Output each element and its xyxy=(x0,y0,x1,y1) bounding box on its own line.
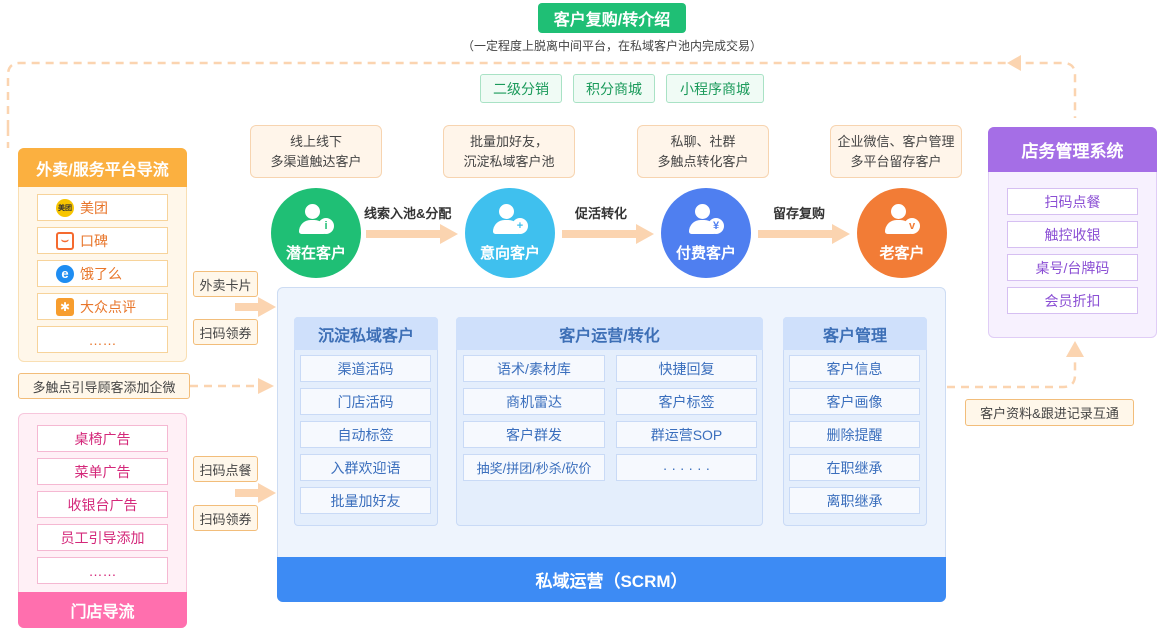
feature-more: · · · · · · xyxy=(616,454,757,481)
scan-coupon-tag-2: 扫码领券 xyxy=(193,505,258,531)
user-add-icon: + xyxy=(493,203,528,238)
store-system-title: 店务管理系统 xyxy=(988,127,1157,172)
loop-arrowhead xyxy=(1007,55,1021,71)
store-item-table-ad: 桌椅广告 xyxy=(37,425,168,452)
platform-item-more: …… xyxy=(37,326,168,353)
store-traffic-title: 门店导流 xyxy=(18,592,187,628)
col-customer-management-title: 客户管理 xyxy=(783,317,927,350)
feature-mass-message: 客户群发 xyxy=(463,421,605,448)
feature-promotions: 抽奖/拼团/秒杀/砍价 xyxy=(463,454,605,481)
note-line: 多渠道触达客户 xyxy=(270,154,362,169)
tag-points-mall: 积分商城 xyxy=(573,74,655,103)
stage-note-loyal: 企业微信、客户管理 多平台留存客户 xyxy=(830,125,962,178)
store-feature-member-discount: 会员折扣 xyxy=(1007,287,1138,314)
stage-label: 潜在客户 xyxy=(285,244,346,262)
feature-quick-reply: 快捷回复 xyxy=(616,355,757,382)
store-item-more: …… xyxy=(37,557,168,584)
store-item-menu-ad: 菜单广告 xyxy=(37,458,168,485)
dianping-icon: ✱ xyxy=(56,297,74,316)
feature-opportunity-radar: 商机雷达 xyxy=(463,388,605,415)
note-line: 企业微信、客户管理 xyxy=(837,134,955,149)
stage-label: 老客户 xyxy=(879,244,925,262)
step-activation: 促活转化 xyxy=(575,206,628,221)
feature-channel-code: 渠道活码 xyxy=(300,355,431,382)
multi-touch-tag: 多触点引导顾客添加企微 xyxy=(18,373,190,399)
stage-note-potential: 线上线下 多渠道触达客户 xyxy=(250,125,382,178)
meituan-icon: 美团 xyxy=(56,198,74,217)
stage-intent-customer: + 意向客户 xyxy=(465,188,555,278)
eleme-icon: e xyxy=(56,264,74,283)
step-retention: 留存复购 xyxy=(773,206,826,221)
store-item-cashier-ad: 收银台广告 xyxy=(37,491,168,518)
repurchase-subtitle: （一定程度上脱离中间平台，在私域客户池内完成交易） xyxy=(461,39,762,53)
step-lead-assign: 线索入池&分配 xyxy=(364,206,452,221)
platform-item-label: 美团 xyxy=(80,199,108,216)
user-check-icon: v xyxy=(885,203,920,238)
platform-item-label: 饿了么 xyxy=(80,265,122,282)
stage-potential-customer: i 潜在客户 xyxy=(271,188,361,278)
feature-resign-inherit: 离职继承 xyxy=(789,487,920,514)
platform-item-koubei: ⌣ 口碑 xyxy=(37,227,168,254)
store-item-staff-guide: 员工引导添加 xyxy=(37,524,168,551)
store-sync-line xyxy=(947,355,1077,389)
note-line: 多触点转化客户 xyxy=(657,154,749,169)
note-line: 多平台留存客户 xyxy=(850,154,942,169)
user-pay-icon: ¥ xyxy=(689,203,724,238)
platform-item-meituan: 美团 美团 xyxy=(37,194,168,221)
stage-loyal-customer: v 老客户 xyxy=(857,188,947,278)
koubei-icon: ⌣ xyxy=(56,231,74,250)
note-line: 线上线下 xyxy=(289,134,342,149)
feature-active-inherit: 在职继承 xyxy=(789,454,920,481)
store-feature-touch-cashier: 触控收银 xyxy=(1007,221,1138,248)
repurchase-title: 客户复购/转介绍 xyxy=(538,3,686,33)
stage-note-intent: 批量加好友， 沉淀私域客户池 xyxy=(443,125,575,178)
note-line: 沉淀私域客户池 xyxy=(463,154,555,169)
feature-group-welcome: 入群欢迎语 xyxy=(300,454,431,481)
stage-note-paid: 私聊、社群 多触点转化客户 xyxy=(637,125,769,178)
col-private-traffic-title: 沉淀私域客户 xyxy=(294,317,438,350)
platform-traffic-title: 外卖/服务平台导流 xyxy=(18,148,187,187)
stage-label: 付费客户 xyxy=(675,244,736,262)
data-sync-tag: 客户资料&跟进记录互通 xyxy=(965,399,1134,426)
store-feature-scan-order: 扫码点餐 xyxy=(1007,188,1138,215)
scan-coupon-tag-1: 扫码领券 xyxy=(193,319,258,345)
platform-item-dianping: ✱ 大众点评 xyxy=(37,293,168,320)
platform-item-label: 大众点评 xyxy=(80,298,136,315)
tag-mini-program-mall: 小程序商城 xyxy=(666,74,764,103)
feature-auto-tag: 自动标签 xyxy=(300,421,431,448)
stage-paid-customer: ¥ 付费客户 xyxy=(661,188,751,278)
platform-item-label: 口碑 xyxy=(80,232,108,249)
note-line: 批量加好友， xyxy=(469,134,548,149)
takeout-card-tag: 外卖卡片 xyxy=(193,271,258,297)
col-operations-title: 客户运营/转化 xyxy=(456,317,763,350)
feature-customer-profile: 客户画像 xyxy=(789,388,920,415)
feature-customer-info: 客户信息 xyxy=(789,355,920,382)
tag-distribution: 二级分销 xyxy=(480,74,562,103)
note-line: 私聊、社群 xyxy=(670,134,736,149)
repurchase-loop-line xyxy=(6,61,1077,128)
feature-customer-tag: 客户标签 xyxy=(616,388,757,415)
feature-group-sop: 群运营SOP xyxy=(616,421,757,448)
store-feature-table-code: 桌号/台牌码 xyxy=(1007,254,1138,281)
scrm-title: 私域运营（SCRM） xyxy=(277,557,946,602)
scan-order-tag: 扫码点餐 xyxy=(193,456,258,482)
feature-batch-add-friends: 批量加好友 xyxy=(300,487,431,514)
user-icon: i xyxy=(299,203,334,238)
feature-delete-alert: 删除提醒 xyxy=(789,421,920,448)
feature-store-code: 门店活码 xyxy=(300,388,431,415)
feature-script-library: 语术/素材库 xyxy=(463,355,605,382)
platform-item-eleme: e 饿了么 xyxy=(37,260,168,287)
stage-label: 意向客户 xyxy=(479,244,540,262)
